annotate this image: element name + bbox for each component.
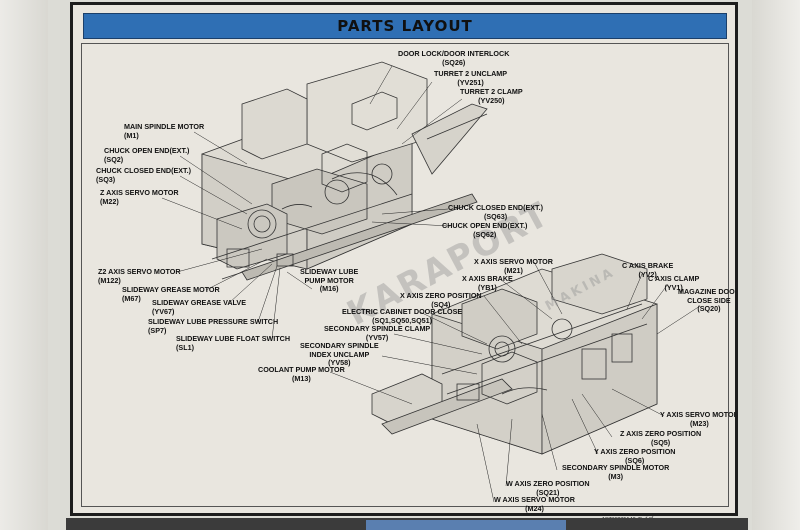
label-c-axis-clamp: C AXIS CLAMP(YV1) bbox=[648, 274, 700, 292]
label-secondary-spindle-motor: SECONDARY SPINDLE MOTOR(M3) bbox=[562, 463, 670, 481]
label-coolant-pump: COOLANT PUMP MOTOR(M13) bbox=[258, 365, 345, 383]
label-z-axis-zero: Z AXIS ZERO POSITION(SQ5) bbox=[620, 429, 702, 447]
label-chuck-closed-ext-right: CHUCK CLOSED END(EXT.)(SQ63) bbox=[448, 203, 544, 221]
wall-right bbox=[752, 0, 800, 530]
label-door-lock: DOOR LOCK/DOOR INTERLOCK(SQ26) bbox=[398, 49, 510, 67]
label-slideway-lube-float: SLIDEWAY LUBE FLOAT SWITCH(SL1) bbox=[176, 334, 291, 352]
label-electric-cabinet: ELECTRIC CABINET DOOR CLOSE(SQ1,SQ50,SQ5… bbox=[342, 307, 463, 325]
parts-layout-plate: PARTS LAYOUT bbox=[70, 2, 738, 516]
label-slideway-lube-pump: SLIDEWAY LUBE PUMP MOTOR(M16) bbox=[300, 267, 359, 294]
label-slideway-grease-valve: SLIDEWAY GREASE VALVE(YV67) bbox=[152, 298, 246, 316]
label-slideway-lube-pressure: SLIDEWAY LUBE PRESSURE SWITCH(SP7) bbox=[148, 317, 279, 335]
leader-lines bbox=[161, 65, 701, 503]
label-z-axis-servo: Z AXIS SERVO MOTOR(M22) bbox=[100, 188, 179, 206]
label-chuck-closed-ext: CHUCK CLOSED END(EXT.)(SQ3) bbox=[96, 166, 192, 184]
page-title: PARTS LAYOUT bbox=[337, 17, 473, 35]
label-magazine-door: MAGAZINE DOOR CLOSE SIDE(SQ20) bbox=[678, 287, 738, 314]
title-bar: PARTS LAYOUT bbox=[83, 13, 727, 39]
label-x-axis-servo: X AXIS SERVO MOTOR(M21) bbox=[474, 257, 553, 275]
label-x-axis-brake: X AXIS BRAKE(YB1) bbox=[462, 274, 513, 292]
label-y-axis-zero: Y AXIS ZERO POSITION(SQ6) bbox=[594, 447, 676, 465]
label-secondary-spindle-index: SECONDARY SPINDLE INDEX UNCLAMP(YV58) bbox=[300, 341, 379, 368]
label-turret2-unclamp: TURRET 2 UNCLAMP(YV251) bbox=[434, 69, 508, 87]
label-secondary-spindle-clamp: SECONDARY SPINDLE CLAMP(YV57) bbox=[324, 324, 431, 342]
label-w-axis-zero: W AXIS ZERO POSITION(SQ21) bbox=[506, 479, 590, 497]
bottom-panel-edge bbox=[66, 518, 748, 530]
bottom-blue-plate bbox=[366, 520, 566, 530]
label-chuck-open-ext: CHUCK OPEN END(EXT.)(SQ2) bbox=[104, 146, 190, 164]
label-z2-axis-servo: Z2 AXIS SERVO MOTOR(M122) bbox=[98, 267, 181, 285]
machine-front-view bbox=[201, 61, 488, 281]
label-slideway-grease-motor: SLIDEWAY GREASE MOTOR(M67) bbox=[122, 285, 220, 303]
wall-left bbox=[0, 0, 48, 530]
label-chuck-open-ext-right: CHUCK OPEN END(EXT.)(SQ62) bbox=[442, 221, 528, 239]
label-y-axis-servo: Y AXIS SERVO MOTOR(M23) bbox=[660, 410, 738, 428]
label-c-axis-brake: C AXIS BRAKE(YV2) bbox=[622, 261, 674, 279]
machine-drawing bbox=[161, 61, 701, 503]
machine-rear-view bbox=[371, 253, 658, 455]
label-main-spindle-motor: MAIN SPINDLE MOTOR(M1) bbox=[124, 122, 205, 140]
label-turret2-clamp: TURRET 2 CLAMP(YV250) bbox=[460, 87, 523, 105]
label-w-axis-servo: W AXIS SERVO MOTOR(M24) bbox=[494, 495, 575, 513]
diagram-area: KARAPORT MAKINA DOOR LOCK/DOOR INTERLOCK… bbox=[81, 43, 735, 512]
label-x-axis-zero: X AXIS ZERO POSITION(SQ4) bbox=[400, 291, 482, 309]
